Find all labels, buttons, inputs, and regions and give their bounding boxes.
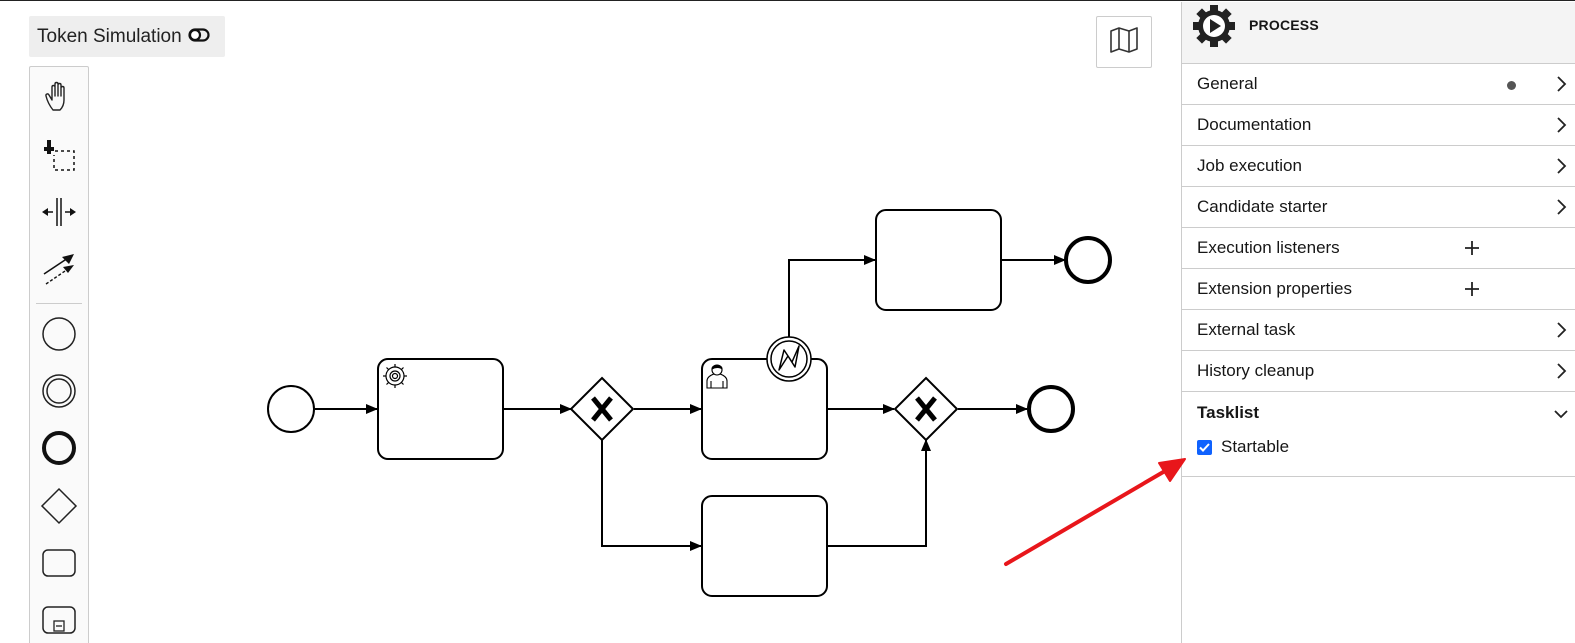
intermediate-event-icon <box>41 373 77 414</box>
create-task[interactable] <box>39 545 79 585</box>
chevron-right-icon <box>1555 362 1567 385</box>
startable-label: Startable <box>1221 437 1290 456</box>
group-general[interactable]: General <box>1182 64 1575 105</box>
group-tasklist[interactable]: Tasklist <box>1182 392 1575 433</box>
group-label: Execution listeners <box>1197 238 1340 257</box>
user-icon <box>706 364 728 389</box>
end-event <box>1064 236 1112 284</box>
palette-separator <box>36 303 82 304</box>
startable-checkbox[interactable] <box>1197 439 1212 455</box>
chevron-right-icon <box>1555 116 1567 139</box>
lasso-icon <box>41 137 77 178</box>
group-label: General <box>1197 74 1258 93</box>
create-subprocess[interactable] <box>39 602 79 642</box>
task <box>701 495 828 597</box>
group-execution-listeners[interactable]: Execution listeners <box>1182 228 1575 269</box>
add-icon[interactable] <box>1463 280 1481 303</box>
group-label: Job execution <box>1197 156 1302 175</box>
error-boundary-event <box>766 336 812 382</box>
group-extension-properties[interactable]: Extension properties <box>1182 269 1575 310</box>
startable-field[interactable]: Startable <box>1197 437 1289 457</box>
tool-palette <box>29 66 89 643</box>
chevron-right-icon <box>1555 75 1567 98</box>
create-gateway[interactable] <box>39 487 79 530</box>
token-simulation-toggle[interactable]: Token Simulation <box>29 16 225 57</box>
group-label: Extension properties <box>1197 279 1352 298</box>
bpmn-diagram <box>267 209 1112 597</box>
chevron-down-icon <box>1553 405 1569 425</box>
group-candidate-starter[interactable]: Candidate starter <box>1182 187 1575 228</box>
lasso-tool[interactable] <box>39 137 79 177</box>
map-icon <box>1109 26 1139 59</box>
data-marker-dot <box>1507 81 1516 90</box>
toggle-off-icon <box>188 26 210 48</box>
panel-header: PROCESS <box>1182 2 1575 64</box>
panel-title: PROCESS <box>1249 17 1319 33</box>
sequence-flows <box>315 255 1066 551</box>
exclusive-gateway <box>569 376 635 442</box>
end-event <box>1027 385 1075 433</box>
group-external-task[interactable]: External task <box>1182 310 1575 351</box>
service-task <box>377 358 504 460</box>
chevron-right-icon <box>1555 157 1567 180</box>
group-label: History cleanup <box>1197 361 1315 380</box>
tasklist-entries: Startable <box>1182 433 1575 477</box>
start-event-icon <box>41 316 77 357</box>
global-connect-tool[interactable] <box>39 251 79 291</box>
group-label: External task <box>1197 320 1296 339</box>
start-event <box>267 385 315 433</box>
group-history-cleanup[interactable]: History cleanup <box>1182 351 1575 392</box>
create-end-event[interactable] <box>39 430 79 470</box>
sequence-flow <box>601 440 702 551</box>
gear-icon <box>383 364 407 388</box>
group-label: Documentation <box>1197 115 1312 134</box>
sequence-flow <box>788 255 876 338</box>
space-icon <box>40 195 78 234</box>
end-event-icon <box>41 430 77 471</box>
connect-icon <box>40 250 78 293</box>
properties-panel: PROCESS General Documentation Job execut… <box>1181 2 1575 643</box>
process-icon <box>1192 4 1236 53</box>
user-task <box>701 358 828 460</box>
task-icon <box>41 548 77 583</box>
group-label: Candidate starter <box>1197 197 1328 216</box>
create-intermediate-event[interactable] <box>39 373 79 413</box>
task <box>875 209 1002 311</box>
chevron-right-icon <box>1555 198 1567 221</box>
minimap-toggle-button[interactable] <box>1096 16 1152 68</box>
group-label: Tasklist <box>1197 402 1260 422</box>
add-icon[interactable] <box>1463 239 1481 262</box>
hand-icon <box>42 80 76 119</box>
diagram-canvas[interactable]: Token Simulation <box>0 2 1181 643</box>
group-job-execution[interactable]: Job execution <box>1182 146 1575 187</box>
gateway-icon <box>40 487 78 530</box>
hand-tool[interactable] <box>39 79 79 119</box>
subprocess-icon <box>41 605 77 640</box>
group-documentation[interactable]: Documentation <box>1182 105 1575 146</box>
sequence-flow <box>827 439 931 547</box>
checkmark-icon <box>1199 442 1210 452</box>
token-simulation-label: Token Simulation <box>37 25 182 47</box>
space-tool[interactable] <box>39 194 79 234</box>
chevron-right-icon <box>1555 321 1567 344</box>
exclusive-gateway <box>893 376 959 442</box>
create-start-event[interactable] <box>39 316 79 356</box>
